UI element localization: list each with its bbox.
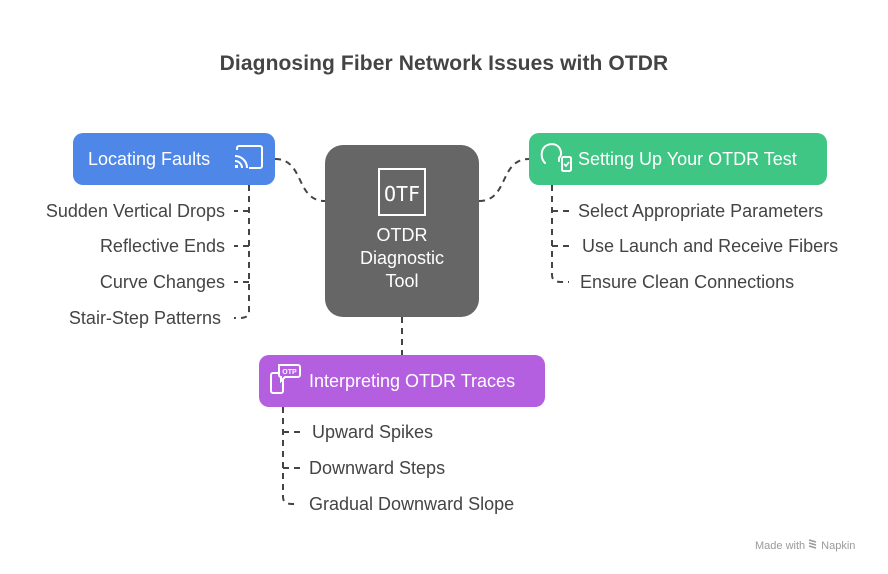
watermark-prefix: Made with xyxy=(755,540,806,552)
cast-icon xyxy=(232,143,264,176)
list-item: Sudden Vertical Drops xyxy=(45,201,225,221)
center-node[interactable]: OTF OTDR Diagnostic Tool xyxy=(325,145,479,317)
napkin-logo-icon xyxy=(808,539,818,553)
branch-label: Setting Up Your OTDR Test xyxy=(578,148,797,169)
branch-label: Interpreting OTDR Traces xyxy=(309,370,516,391)
branch-label: Locating Faults xyxy=(88,148,211,169)
list-item: Reflective Ends xyxy=(99,236,225,256)
watermark[interactable]: Made with Napkin xyxy=(755,539,855,553)
svg-text:OTP: OTP xyxy=(282,369,297,376)
branch-node-interpreting[interactable]: OTP Interpreting OTDR Traces xyxy=(259,355,545,407)
connector-center-to-locating-faults xyxy=(274,158,326,202)
phone-otp-icon: OTP xyxy=(269,363,301,400)
connector-center-to-setting-up xyxy=(478,158,530,202)
list-item: Use Launch and Receive Fibers xyxy=(582,236,839,256)
list-item: Downward Steps xyxy=(309,458,446,478)
list-item: Gradual Downward Slope xyxy=(309,494,515,514)
list-item: Select Appropriate Parameters xyxy=(578,201,824,221)
otf-box-icon: OTF xyxy=(378,168,426,216)
watermark-brand: Napkin xyxy=(821,540,856,552)
branch-node-locating-faults[interactable]: Locating Faults xyxy=(73,133,275,185)
tree-locating-faults-trunk xyxy=(234,185,250,319)
tree-setting-up-trunk xyxy=(551,185,569,283)
list-item: Curve Changes xyxy=(99,272,225,292)
list-item: Ensure Clean Connections xyxy=(580,272,795,292)
diagram-title: Diagnosing Fiber Network Issues with OTD… xyxy=(219,52,669,75)
center-label: OTDR Diagnostic Tool xyxy=(359,225,445,291)
svg-text:OTF: OTF xyxy=(384,182,420,206)
list-item: Stair-Step Patterns xyxy=(68,308,221,328)
branch-node-setting-up[interactable]: Setting Up Your OTDR Test xyxy=(529,133,827,185)
tree-interpreting-trunk xyxy=(282,407,299,505)
head-phone-check-icon xyxy=(539,141,573,178)
list-item: Upward Spikes xyxy=(312,422,434,442)
